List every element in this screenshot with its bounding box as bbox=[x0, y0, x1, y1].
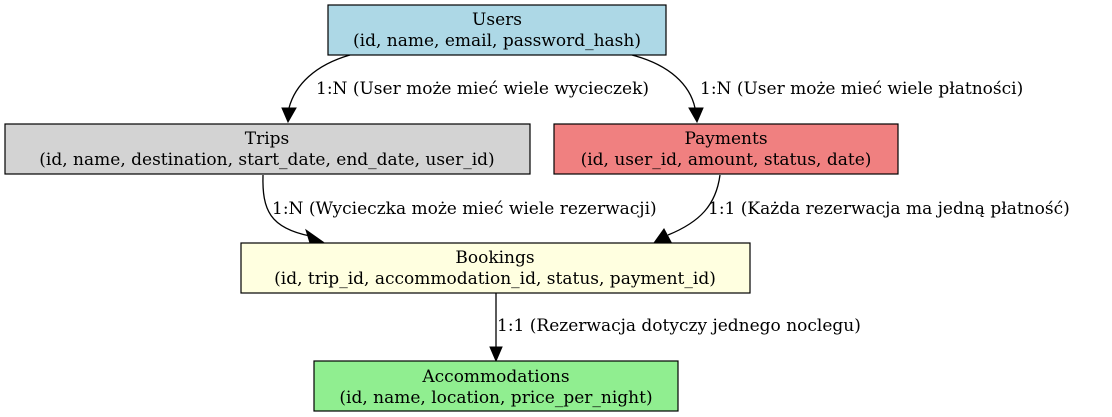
edge-users-trips: 1:N (User może mieć wiele wycieczek) bbox=[281, 54, 649, 124]
node-box bbox=[327, 4, 667, 56]
edge-line bbox=[631, 54, 696, 109]
node-title: Trips bbox=[245, 129, 290, 149]
node-box bbox=[313, 360, 679, 412]
node-fields: (id, user_id, amount, status, date) bbox=[581, 150, 872, 170]
node-title: Accommodations bbox=[421, 367, 569, 387]
node-fields: (id, name, location, price_per_night) bbox=[339, 388, 652, 408]
edge-payments-bookings: 1:1 (Każda rezerwacja ma jedną płatność) bbox=[652, 174, 1070, 244]
edge-label-users-payments: 1:N (User może mieć wiele płatności) bbox=[700, 79, 1023, 99]
node-fields: (id, name, email, password_hash) bbox=[353, 31, 641, 51]
node-title: Bookings bbox=[455, 248, 534, 268]
node-bookings: Bookings (id, trip_id, accommodation_id,… bbox=[240, 242, 751, 294]
edge-bookings-accommodations: 1:1 (Rezerwacja dotyczy jednego noclegu) bbox=[489, 293, 861, 363]
node-payments: Payments (id, user_id, amount, status, d… bbox=[553, 123, 899, 175]
arrow-head-icon bbox=[489, 346, 503, 363]
arrow-head-icon bbox=[305, 228, 325, 244]
node-accommodations: Accommodations (id, name, location, pric… bbox=[313, 360, 679, 412]
node-box bbox=[553, 123, 899, 175]
node-box bbox=[240, 242, 751, 294]
arrow-head-icon bbox=[688, 107, 704, 124]
edge-label-users-trips: 1:N (User może mieć wiele wycieczek) bbox=[316, 79, 649, 99]
node-fields: (id, name, destination, start_date, end_… bbox=[39, 150, 494, 170]
edge-trips-bookings: 1:N (Wycieczka może mieć wiele rezerwacj… bbox=[262, 174, 657, 244]
edge-label-payments-bookings: 1:1 (Każda rezerwacja ma jedną płatność) bbox=[708, 199, 1070, 219]
edge-line bbox=[667, 174, 721, 236]
arrow-head-icon bbox=[652, 228, 672, 244]
edge-line bbox=[288, 54, 351, 109]
edge-users-payments: 1:N (User może mieć wiele płatności) bbox=[631, 54, 1023, 124]
node-fields: (id, trip_id, accommodation_id, status, … bbox=[274, 269, 716, 289]
node-title: Users bbox=[472, 10, 522, 30]
node-box bbox=[4, 123, 531, 175]
edge-label-trips-bookings: 1:N (Wycieczka może mieć wiele rezerwacj… bbox=[272, 199, 657, 219]
node-users: Users (id, name, email, password_hash) bbox=[327, 4, 667, 56]
node-trips: Trips (id, name, destination, start_date… bbox=[4, 123, 531, 175]
edge-line bbox=[262, 174, 311, 237]
node-title: Payments bbox=[684, 129, 767, 149]
arrow-head-icon bbox=[281, 107, 297, 124]
edge-label-bookings-accommodations: 1:1 (Rezerwacja dotyczy jednego noclegu) bbox=[497, 316, 861, 336]
